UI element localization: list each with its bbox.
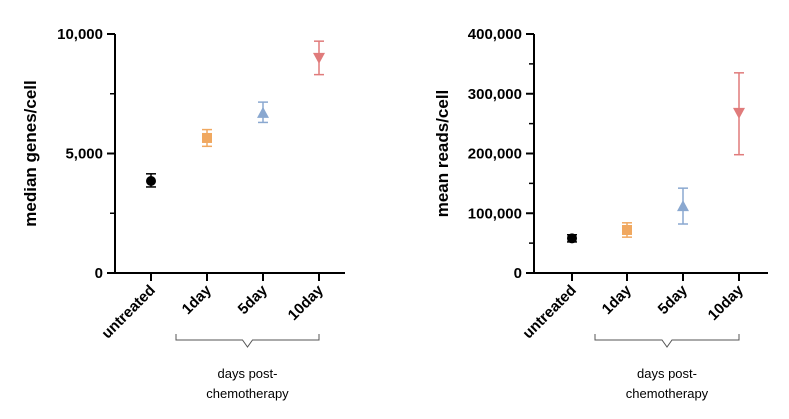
chart-panel-right: 0 100,000 200,000 300,000 400,000 mean reads/… bbox=[433, 26, 768, 401]
y-tick-label: 5,000 bbox=[65, 146, 103, 163]
x-tick-label: untreated bbox=[519, 282, 579, 342]
chart-panel-left: 0 5,000 10,000 median genes/cell untreated 1d… bbox=[21, 26, 345, 401]
data-point-untreated bbox=[567, 233, 577, 244]
y-tick-label: 300,000 bbox=[468, 86, 522, 103]
data-point-5day bbox=[677, 200, 689, 212]
y-tick-label: 200,000 bbox=[468, 146, 522, 163]
data-point-5day bbox=[257, 106, 269, 118]
x-tick-label: 1day bbox=[599, 281, 636, 318]
y-tick-label: 400,000 bbox=[468, 26, 522, 43]
y-axis-title: median genes/cell bbox=[21, 80, 40, 226]
data-point-untreated bbox=[146, 175, 156, 186]
group-brace bbox=[594, 334, 740, 348]
data-point-1day bbox=[202, 132, 212, 143]
x-tick-label: 5day bbox=[235, 281, 272, 318]
y-tick-label: 0 bbox=[514, 265, 522, 282]
group-brace bbox=[175, 334, 320, 348]
group-label-line2: chemotherapy bbox=[626, 386, 709, 401]
y-axis-title: mean reads/cell bbox=[433, 90, 452, 218]
group-label-line1: days post- bbox=[218, 366, 278, 381]
x-tick-label: 1day bbox=[179, 281, 216, 318]
data-point-10day bbox=[313, 52, 325, 64]
y-tick-label: 10,000 bbox=[57, 26, 103, 43]
group-label-line2: chemotherapy bbox=[206, 386, 289, 401]
data-point-10day bbox=[733, 107, 745, 119]
group-label-line1: days post- bbox=[637, 366, 697, 381]
x-tick-label: 5day bbox=[655, 281, 692, 318]
x-tick-label: 10day bbox=[285, 281, 328, 324]
y-tick-label: 100,000 bbox=[468, 205, 522, 222]
data-point-1day bbox=[622, 224, 632, 235]
y-tick-label: 0 bbox=[95, 265, 103, 282]
x-tick-label: untreated bbox=[98, 282, 158, 342]
x-tick-label: 10day bbox=[705, 281, 748, 324]
